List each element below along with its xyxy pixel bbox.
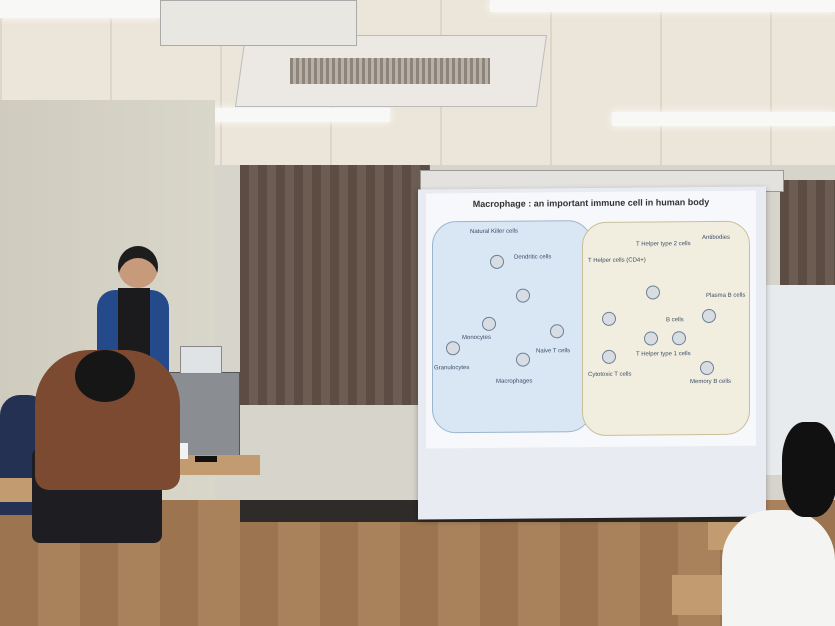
label-macrophages: Macrophages	[496, 378, 533, 385]
air-conditioner-vent	[290, 58, 490, 84]
label-t-helper-type1: T Helper type 1 cells	[636, 351, 691, 358]
desk	[160, 455, 260, 475]
laptop	[180, 346, 222, 374]
label-granulocytes: Granulocytes	[434, 365, 470, 372]
label-b-cells: B cells	[666, 317, 684, 324]
curtain	[780, 180, 835, 290]
phone	[195, 456, 217, 462]
slide-title: Macrophage : an important immune cell in…	[472, 196, 710, 210]
ceiling-light	[0, 0, 160, 18]
student-right	[722, 510, 835, 626]
student-right-head	[782, 422, 835, 517]
label-dendritic-cells: Dendritic cells	[514, 254, 552, 261]
nk-cell-icon	[490, 254, 504, 269]
monocyte-icon	[482, 316, 496, 331]
t-helper-type2-icon	[646, 285, 660, 300]
projection-screen: Macrophage : an important immune cell in…	[418, 186, 766, 520]
ceiling-projector	[160, 0, 357, 46]
slide: Macrophage : an important immune cell in…	[426, 190, 756, 449]
label-memory-b-cells: Memory B cells	[690, 378, 732, 386]
student-head	[75, 350, 135, 402]
cytotoxic-t-cell-icon	[602, 349, 616, 364]
granulocyte-icon	[446, 341, 460, 356]
curtain	[240, 165, 430, 405]
label-nk-cells: Natural Killer cells	[470, 228, 519, 236]
macrophage-icon	[516, 352, 530, 367]
naive-t-cell-icon	[550, 324, 564, 339]
t-helper-type1-icon	[644, 331, 658, 346]
label-cytotoxic-t-cells: Cytotoxic T cells	[588, 371, 632, 379]
label-plasma-b-cells: Plasma B cells	[706, 292, 746, 300]
label-t-helper-type2: T Helper type 2 cells	[636, 241, 691, 248]
ceiling-light	[490, 0, 835, 12]
innate-immunity-panel	[432, 220, 592, 434]
t-helper-cell-icon	[602, 311, 616, 326]
label-monocytes: Monocytes	[462, 334, 492, 342]
b-cell-icon	[672, 331, 686, 346]
adaptive-immunity-panel	[582, 220, 750, 437]
plasma-b-cell-icon	[702, 308, 716, 324]
memory-b-cell-icon	[700, 360, 714, 376]
dendritic-cell-icon	[516, 288, 530, 303]
ceiling-light	[612, 112, 835, 126]
label-naive-t-cells: Naive T cells	[536, 348, 571, 355]
label-antibodies: Antibodies	[702, 234, 731, 242]
presenter-head	[118, 246, 158, 288]
label-t-helper-cd4: T Helper cells (CD4+)	[588, 257, 646, 265]
